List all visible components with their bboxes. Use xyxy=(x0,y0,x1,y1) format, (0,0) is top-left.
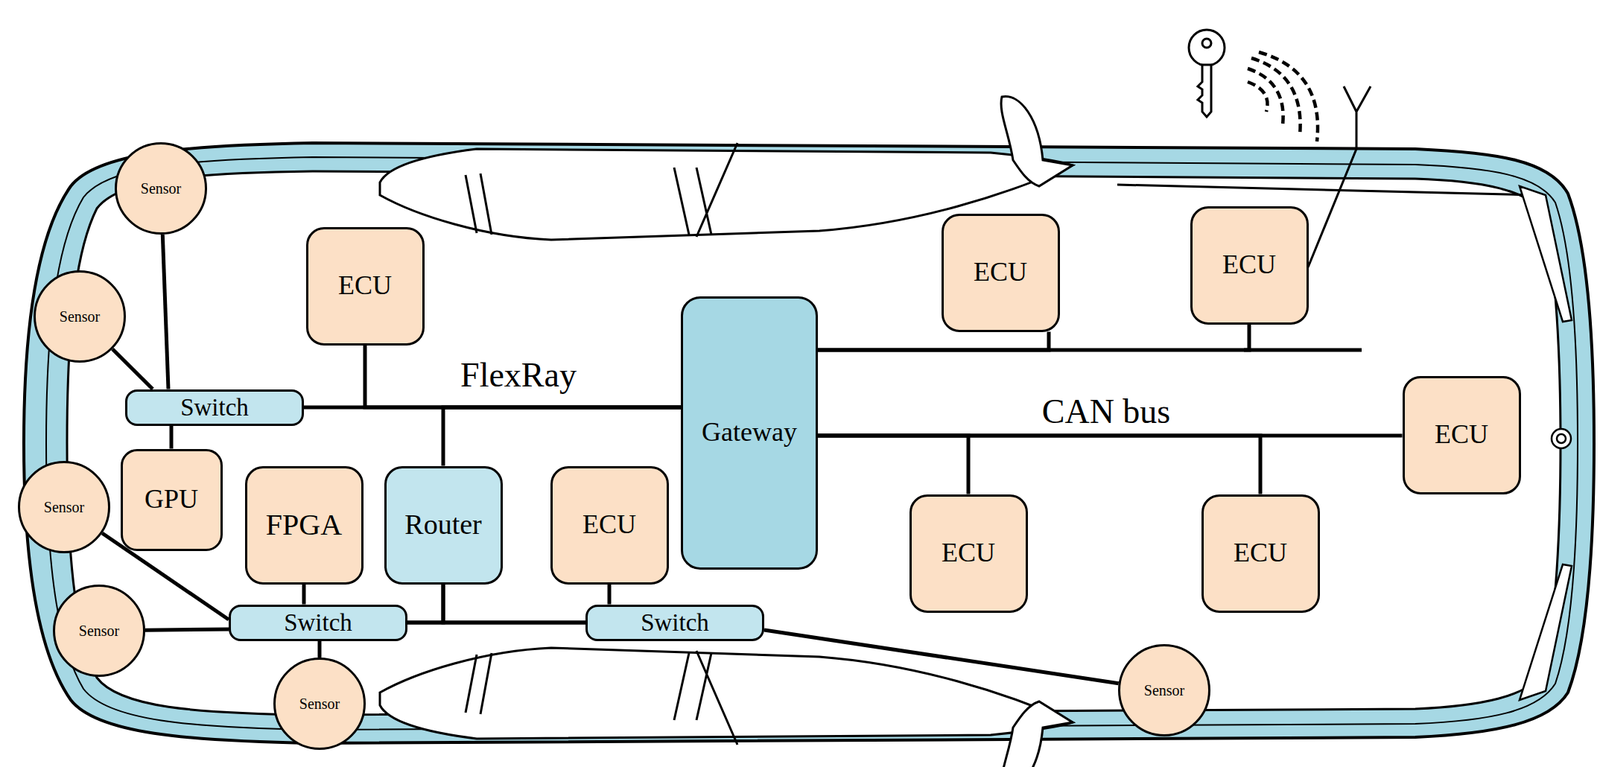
sensor-circle: Sensor xyxy=(114,142,208,235)
bus-line xyxy=(764,630,1119,684)
node-label: Sensor xyxy=(78,622,120,640)
ecu-box: ECU xyxy=(909,494,1028,614)
ecu-box: ECU xyxy=(1190,206,1309,325)
bus-line xyxy=(443,584,586,624)
bus-line xyxy=(443,407,681,467)
node-label: Gateway xyxy=(701,417,798,448)
bus-line xyxy=(112,349,153,390)
antenna xyxy=(1308,86,1371,268)
gpu-box: GPU xyxy=(120,449,223,552)
car-body-line xyxy=(46,157,1578,730)
sensor-circle: Sensor xyxy=(17,461,111,554)
node-label: ECU xyxy=(1233,538,1288,569)
node-label: ECU xyxy=(582,510,637,541)
gateway-box: Gateway xyxy=(680,296,818,570)
ecu-box: ECU xyxy=(1201,494,1320,614)
node-label: Switch xyxy=(640,609,710,637)
car-cabin xyxy=(67,171,1561,716)
bus-line xyxy=(302,584,307,605)
ecu-box: ECU xyxy=(550,466,669,585)
bus-label: FlexRay xyxy=(460,356,577,395)
bus-line xyxy=(169,426,174,450)
ecu-box: ECU xyxy=(1402,376,1522,495)
front-details xyxy=(1519,186,1572,701)
node-label: Switch xyxy=(180,394,249,421)
node-label: Switch xyxy=(283,609,353,637)
switch-box: Switch xyxy=(585,604,765,642)
bus-line xyxy=(607,584,612,605)
bus-line xyxy=(318,641,322,659)
switch-box: Switch xyxy=(228,604,408,642)
bus-line xyxy=(817,332,1049,351)
bus-line xyxy=(364,345,681,409)
fpga-box: FPGA xyxy=(245,466,364,585)
car-body xyxy=(23,143,1595,744)
node-label: ECU xyxy=(973,257,1028,288)
ecu-box: ECU xyxy=(306,227,425,346)
node-label: FPGA xyxy=(265,508,342,542)
bus-line xyxy=(145,629,229,631)
bus-stub xyxy=(1243,348,1362,353)
router-box: Router xyxy=(384,466,503,585)
node-label: Sensor xyxy=(140,180,182,197)
node-label: Sensor xyxy=(43,499,85,516)
bus-line xyxy=(407,621,586,625)
bus-label: CAN bus xyxy=(1042,393,1171,432)
ecu-box: ECU xyxy=(941,213,1060,333)
node-label: Sensor xyxy=(59,308,100,325)
node-label: ECU xyxy=(1222,250,1276,281)
sensor-circle: Sensor xyxy=(273,657,366,751)
node-label: ECU xyxy=(941,538,996,569)
node-label: Sensor xyxy=(1144,682,1185,699)
sensor-circle: Sensor xyxy=(52,584,146,678)
sensor-circle: Sensor xyxy=(33,270,126,363)
node-label: Router xyxy=(404,509,482,541)
bus-line xyxy=(407,584,444,624)
bus-line xyxy=(817,435,1261,495)
bottom-side xyxy=(379,648,1073,767)
wireless-waves xyxy=(1247,52,1318,142)
bus-line xyxy=(162,234,169,390)
bus-line xyxy=(817,435,969,495)
key-icon xyxy=(1188,29,1225,117)
sensor-circle: Sensor xyxy=(1118,644,1211,737)
node-label: ECU xyxy=(338,271,392,301)
node-label: ECU xyxy=(1434,420,1489,450)
switch-box: Switch xyxy=(125,389,304,427)
node-label: GPU xyxy=(144,484,199,515)
node-label: Sensor xyxy=(299,695,340,713)
